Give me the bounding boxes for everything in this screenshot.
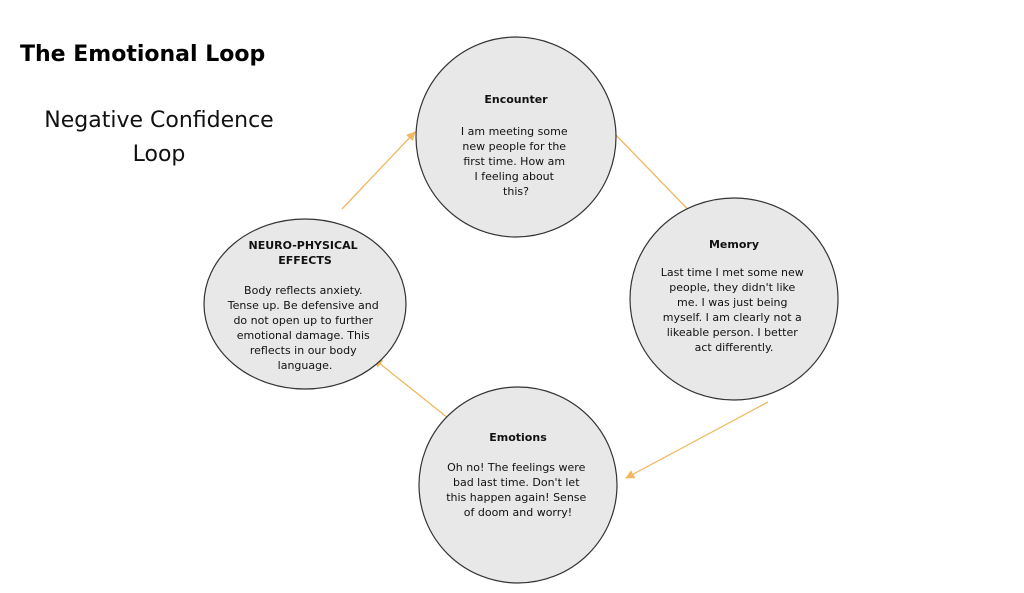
node-encounter-circle bbox=[415, 36, 617, 238]
node-neuro-physical: NEURO-PHYSICAL EFFECTS Body reflects anx… bbox=[227, 239, 382, 372]
diagram-title: The Emotional Loop bbox=[20, 42, 266, 67]
node-emotions-circle bbox=[418, 386, 618, 584]
subtitle-line: Loop bbox=[132, 142, 186, 167]
diagram-subtitle: Negative Confidence Loop bbox=[20, 104, 298, 172]
arrow-encounter-to-memory bbox=[613, 132, 701, 223]
node-memory-circle bbox=[629, 197, 839, 401]
node-encounter-body: I am meeting some new people for the fir… bbox=[461, 125, 571, 198]
node-encounter-title: Encounter bbox=[484, 93, 548, 106]
node-memory-title: Memory bbox=[709, 238, 759, 251]
node-emotions-title: Emotions bbox=[489, 431, 547, 444]
node-emotions: Emotions Oh no! The feelings were bad la… bbox=[446, 431, 590, 519]
node-neuro-physical-body: Body reflects anxiety. Tense up. Be defe… bbox=[227, 284, 382, 372]
node-encounter: Encounter I am meeting some new people f… bbox=[415, 36, 617, 238]
node-neuro-physical-title: NEURO-PHYSICAL EFFECTS bbox=[249, 239, 362, 267]
arrow-emotions-to-neuro bbox=[373, 358, 449, 419]
node-memory: Memory Last time I met some new people, … bbox=[661, 238, 807, 354]
node-memory-body: Last time I met some new people, they di… bbox=[661, 266, 807, 354]
subtitle-line: Negative Confidence bbox=[44, 108, 274, 133]
arrow-neuro-to-encounter bbox=[341, 131, 416, 210]
node-emotions-body: Oh no! The feelings were bad last time. … bbox=[446, 461, 590, 519]
arrow-memory-to-emotions bbox=[625, 401, 769, 479]
node-neuro-physical-circle bbox=[203, 218, 407, 390]
